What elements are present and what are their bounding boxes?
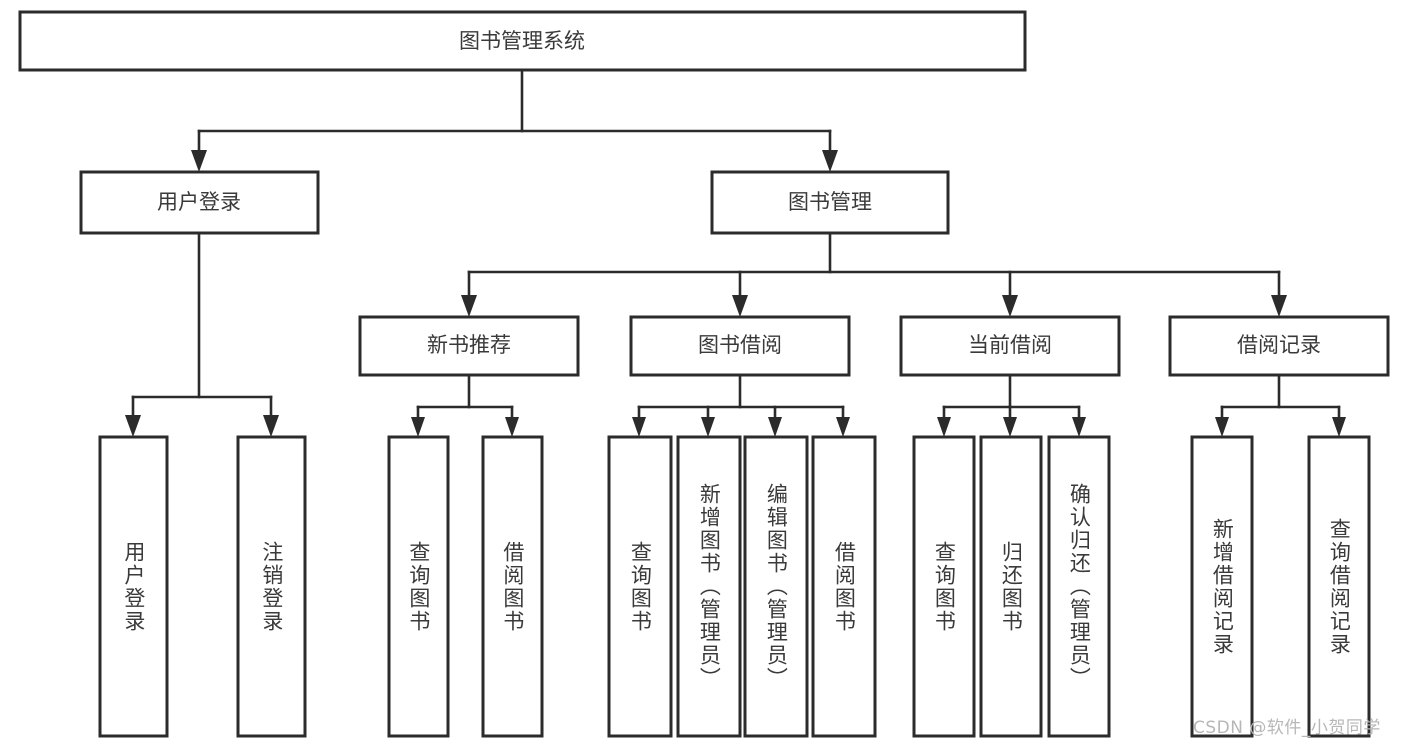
node-current-borrow[interactable]: 当前借阅: [899, 315, 1121, 377]
node-current-borrow-box[interactable]: [899, 315, 1121, 377]
arrow-head-leaf-user-login: [125, 415, 141, 437]
arrow-head-book-manage: [822, 150, 838, 172]
leaf-user-login-box[interactable]: [98, 435, 169, 738]
arrow-head-leaf-query-book-2: [632, 417, 646, 437]
node-root-box[interactable]: [18, 10, 1027, 72]
arrow-head-leaf-query-record: [1332, 417, 1346, 437]
arrow-head-leaf-confirm-return: [1072, 417, 1086, 437]
node-user-login[interactable]: 用户登录: [79, 170, 320, 235]
node-book-borrow[interactable]: 图书借阅: [629, 315, 851, 377]
node-root[interactable]: 图书管理系统: [18, 10, 1027, 72]
arrow-head-leaf-borrow-book-2: [836, 417, 850, 437]
node-user-login-label: 用户登录: [157, 190, 241, 214]
node-new-book-recommend-box[interactable]: [358, 315, 580, 377]
node-user-login-box[interactable]: [79, 170, 320, 235]
node-book-manage-box[interactable]: [710, 170, 950, 235]
leaf-edit-book-box[interactable]: [743, 435, 809, 738]
arrow-head-current-borrow: [1002, 295, 1018, 317]
node-borrow-record-label: 借阅记录: [1237, 333, 1321, 357]
leaf-query-book-2-box[interactable]: [607, 435, 673, 738]
arrow-head-leaf-edit-book: [768, 417, 782, 437]
arrow-head-leaf-borrow-book-1: [505, 417, 519, 437]
arrow-head-leaf-query-book-3: [937, 417, 951, 437]
leaf-add-book-box[interactable]: [676, 435, 742, 738]
arrow-head-leaf-query-book-1: [411, 417, 425, 437]
node-new-book-recommend-label: 新书推荐: [427, 333, 511, 357]
node-book-borrow-label: 图书借阅: [698, 333, 782, 357]
node-borrow-record[interactable]: 借阅记录: [1168, 315, 1390, 377]
leaf-query-record-box[interactable]: [1307, 435, 1371, 738]
arrow-head-leaf-add-record: [1215, 417, 1229, 437]
leaf-return-book-box[interactable]: [979, 435, 1043, 738]
node-book-manage[interactable]: 图书管理: [710, 170, 950, 235]
leaf-borrow-book-1-box[interactable]: [481, 435, 544, 738]
leaf-box-group: [98, 435, 1371, 738]
arrow-head-borrow-record: [1271, 295, 1287, 317]
node-borrow-record-box[interactable]: [1168, 315, 1390, 377]
leaf-query-book-3-box[interactable]: [912, 435, 976, 738]
node-current-borrow-label: 当前借阅: [968, 333, 1052, 357]
leaf-borrow-book-2-box[interactable]: [811, 435, 877, 738]
node-new-book-recommend[interactable]: 新书推荐: [358, 315, 580, 377]
node-book-manage-label: 图书管理: [788, 190, 872, 214]
arrow-head-book-borrow: [732, 295, 748, 317]
leaf-query-book-1-box[interactable]: [387, 435, 450, 738]
arrow-head-leaf-return-book: [1003, 417, 1017, 437]
leaf-confirm-return-box[interactable]: [1047, 435, 1111, 738]
arrow-head-leaf-logout-login: [263, 415, 279, 437]
watermark-text: CSDN @软件_小贺同学: [1193, 718, 1381, 738]
arrow-head-new-book-recommend: [461, 295, 477, 317]
connector-group: [125, 68, 1346, 437]
leaf-add-record-box[interactable]: [1190, 435, 1254, 738]
arrow-head-leaf-add-book: [701, 417, 715, 437]
node-book-borrow-box[interactable]: [629, 315, 851, 377]
arrow-head-user-login: [191, 150, 207, 172]
node-root-label: 图书管理系统: [459, 29, 585, 53]
leaf-logout-login-box[interactable]: [236, 435, 307, 738]
